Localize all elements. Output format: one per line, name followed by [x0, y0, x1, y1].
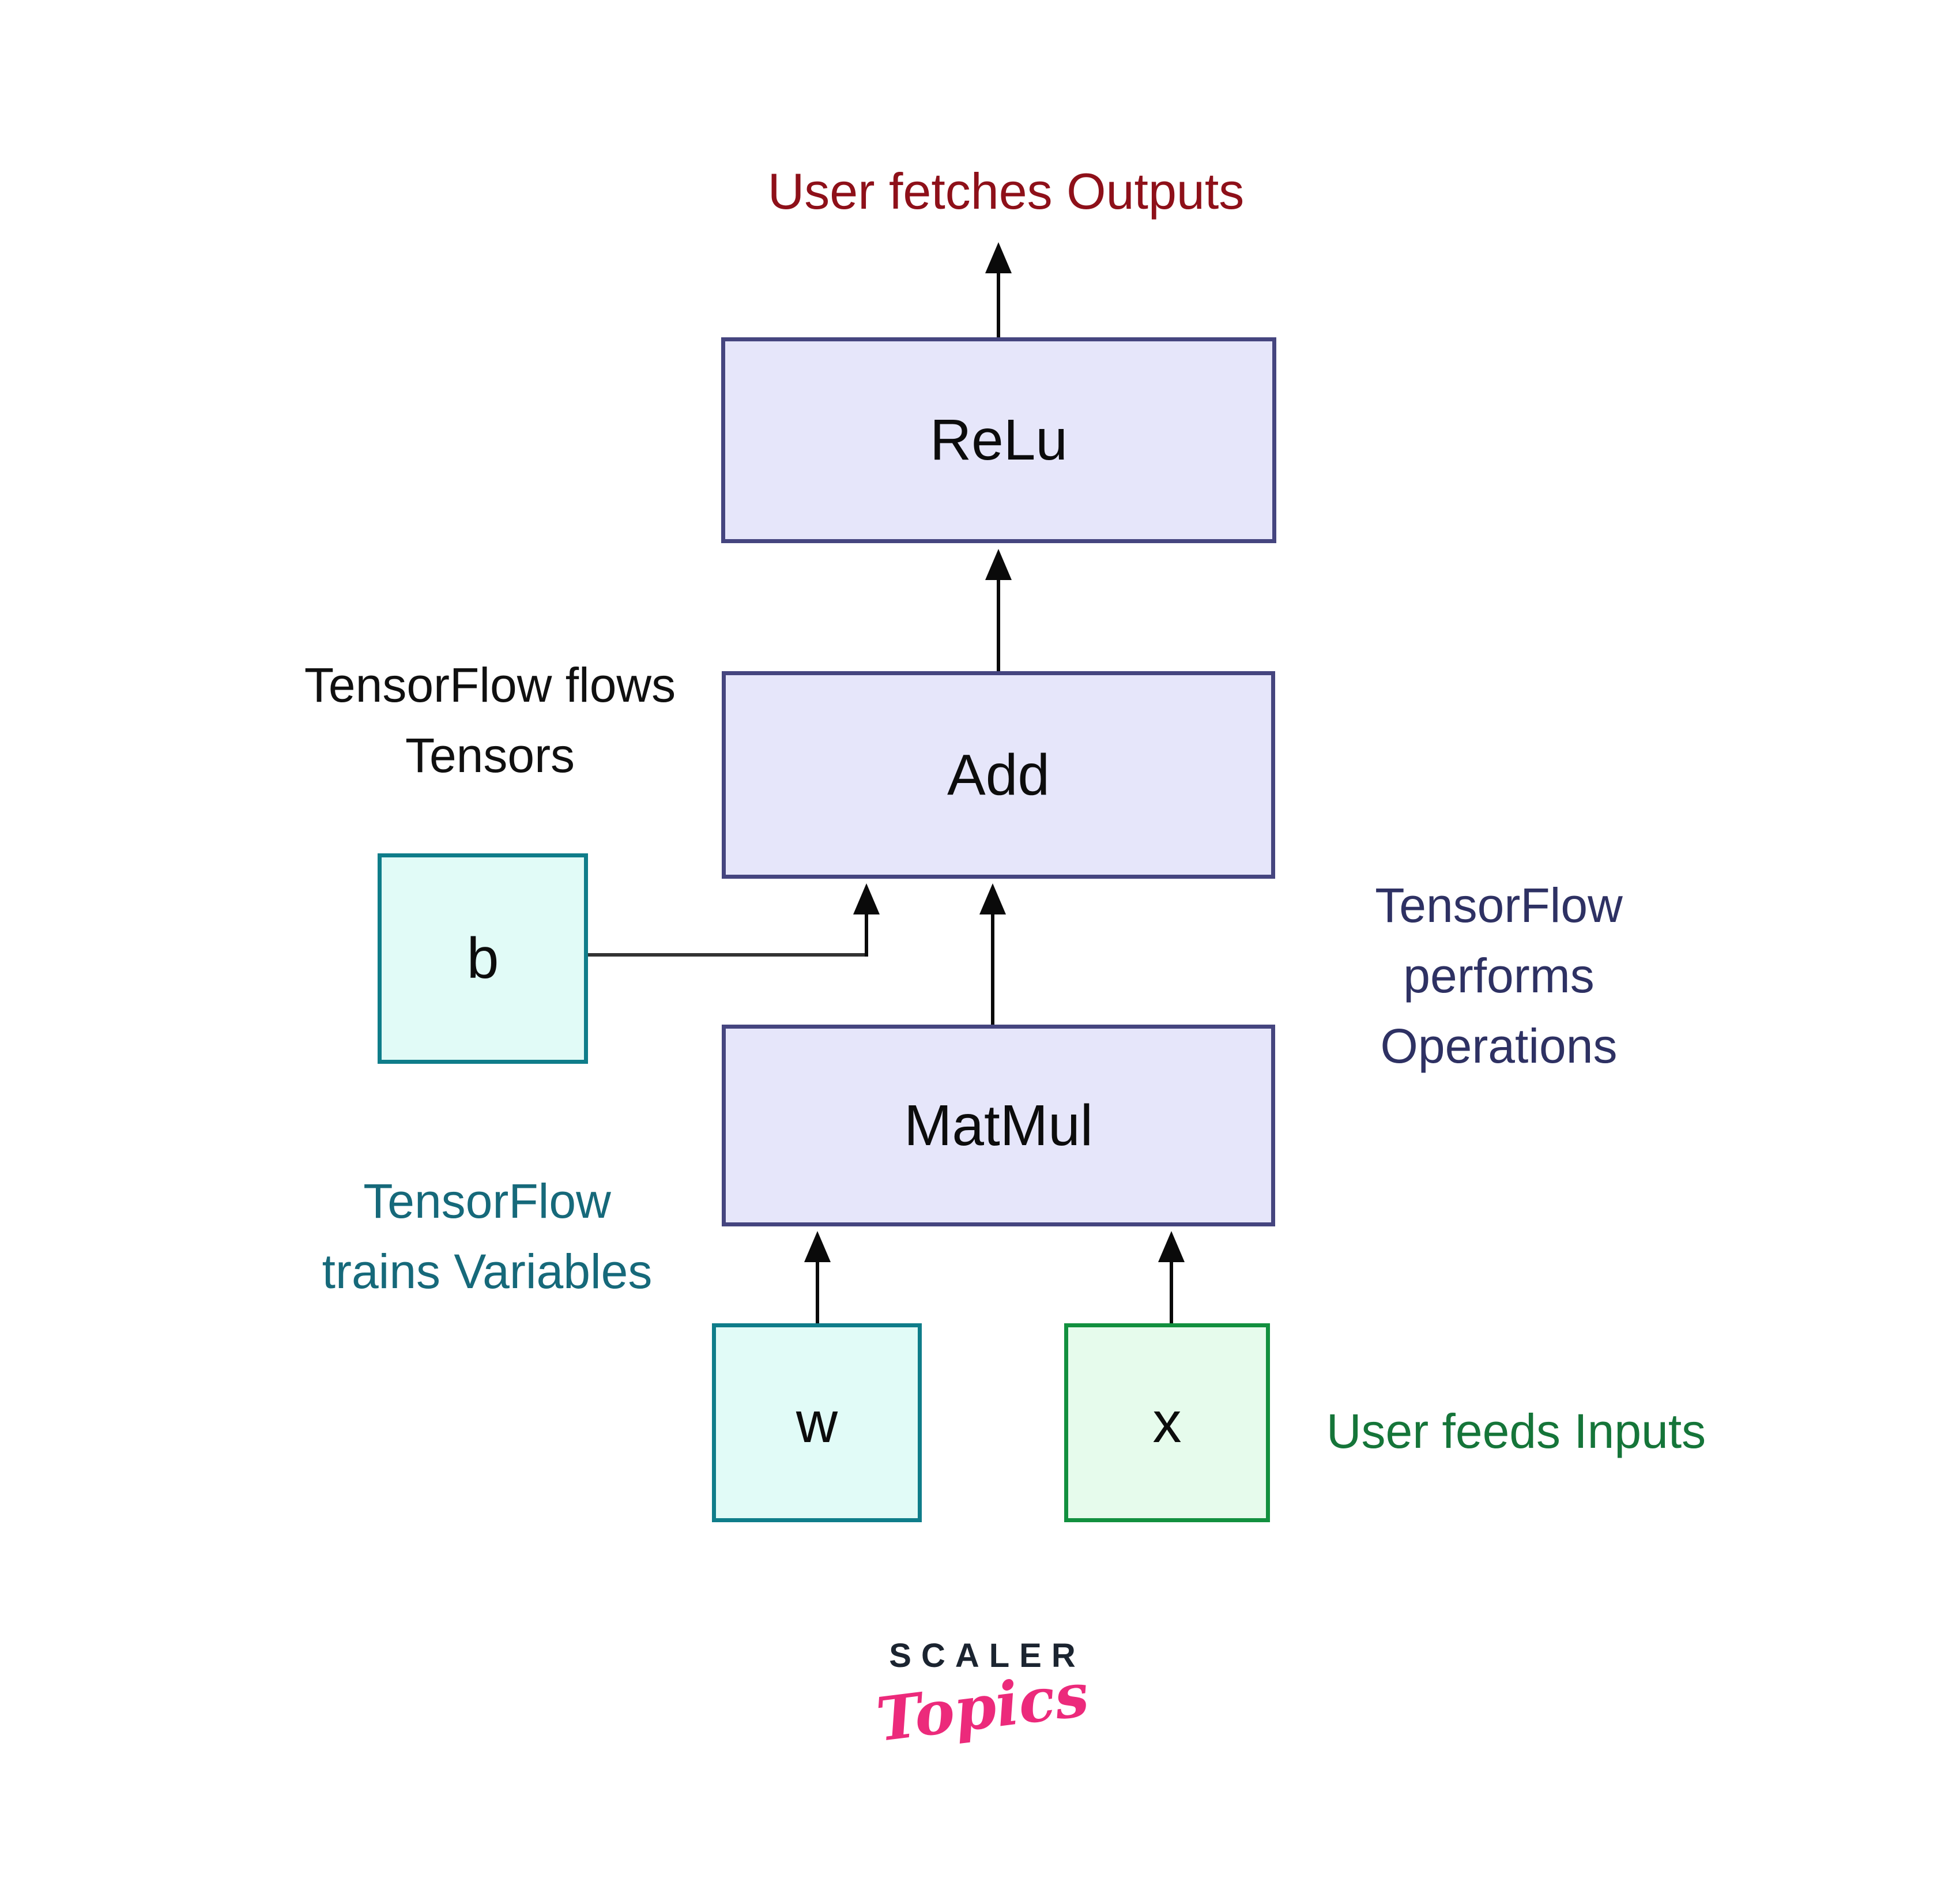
logo-brand-text: SCALER: [889, 1637, 1085, 1674]
label-user-feeds-inputs: User feeds Inputs: [1326, 1404, 1706, 1458]
connector-b-to-add-head: [853, 883, 880, 914]
node-relu-label: ReLu: [929, 408, 1068, 472]
node-w: w: [712, 1323, 922, 1522]
arrow-add-to-relu-line: [997, 574, 1000, 671]
connector-b-to-add-hline: [588, 953, 868, 957]
arrow-matmul-to-add-line: [991, 910, 994, 1025]
label-tensorflow-flows-line2: Tensors: [405, 728, 575, 782]
node-matmul: MatMul: [722, 1025, 1275, 1226]
label-tensorflow-trains-line2: trains Variables: [322, 1244, 653, 1298]
label-tensorflow-trains-line1: TensorFlow: [363, 1174, 611, 1228]
label-tensorflow-trains-variables: TensorFlow trains Variables: [199, 1166, 775, 1307]
node-b: b: [378, 853, 588, 1064]
label-tensorflow-performs-line1: TensorFlow: [1375, 878, 1623, 932]
connector-b-to-add-vline: [865, 905, 868, 957]
node-add: Add: [722, 671, 1275, 879]
node-matmul-label: MatMul: [904, 1093, 1093, 1158]
arrow-relu-to-output-line: [997, 266, 1000, 337]
label-tensorflow-performs-line3: Operations: [1380, 1019, 1618, 1073]
arrow-x-to-matmul-line: [1170, 1257, 1173, 1323]
node-b-label: b: [466, 926, 499, 991]
label-tensorflow-performs-operations: TensorFlow performs Operations: [1239, 870, 1758, 1081]
node-add-label: Add: [947, 742, 1050, 807]
label-user-fetches-outputs: User fetches Outputs: [767, 163, 1245, 220]
node-relu: ReLu: [721, 337, 1276, 543]
label-tensorflow-flows-tensors: TensorFlow flows Tensors: [202, 650, 778, 791]
arrow-matmul-to-add-head: [979, 883, 1006, 914]
node-x: x: [1064, 1323, 1270, 1522]
label-tensorflow-flows-line1: TensorFlow flows: [304, 658, 676, 712]
label-tensorflow-performs-line2: performs: [1403, 948, 1595, 1003]
node-x-label: x: [1152, 1390, 1182, 1455]
arrow-w-to-matmul-line: [816, 1257, 819, 1323]
node-w-label: w: [796, 1390, 838, 1455]
scaler-topics-logo: SCALER Topics: [809, 1636, 1155, 1755]
